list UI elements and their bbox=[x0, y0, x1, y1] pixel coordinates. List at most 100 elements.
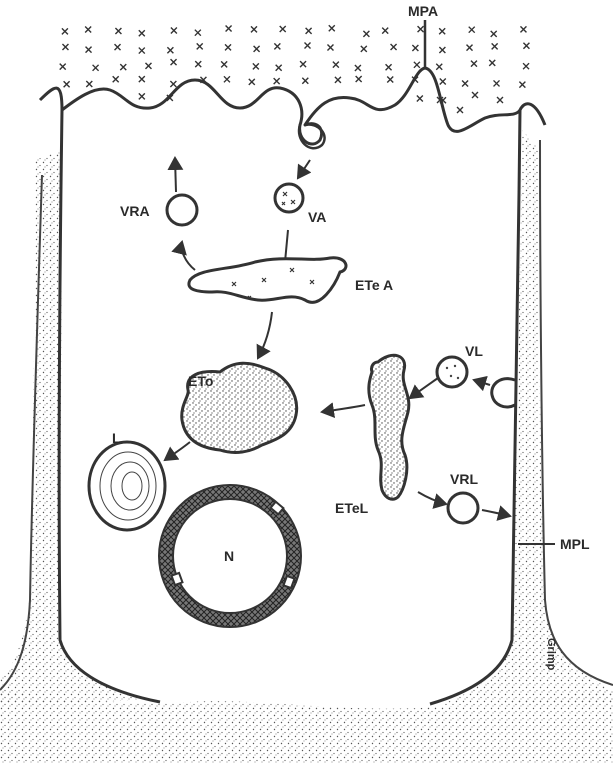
lumen-cross bbox=[60, 64, 66, 70]
lumen-cross bbox=[145, 63, 151, 69]
lumen-cross bbox=[519, 82, 525, 88]
lumen-cross bbox=[436, 64, 442, 70]
lumen-cross bbox=[417, 95, 423, 101]
vrl-vesicle bbox=[448, 493, 478, 523]
lumen-cross bbox=[497, 97, 503, 103]
lumen-cross bbox=[356, 76, 362, 82]
label-vl: VL bbox=[465, 343, 483, 359]
va-vesicle bbox=[275, 184, 303, 212]
lumen-cross bbox=[472, 92, 478, 98]
lumen-cross bbox=[170, 81, 176, 87]
lumen-cross bbox=[391, 44, 397, 50]
left-lateral-membrane bbox=[59, 110, 160, 702]
lumen-cross bbox=[195, 61, 201, 67]
lumen-cross bbox=[253, 63, 259, 69]
lumen-cross bbox=[494, 80, 500, 86]
lumen-cross bbox=[523, 43, 529, 49]
lumen-crosses bbox=[60, 25, 530, 113]
lumen-cross bbox=[86, 47, 92, 53]
lumen-cross bbox=[491, 31, 497, 37]
lumen-cross bbox=[471, 61, 477, 67]
lumen-cross bbox=[62, 28, 68, 34]
lumen-cross bbox=[85, 26, 91, 32]
arrow-etel-to-eto bbox=[322, 405, 365, 412]
lumen-cross bbox=[139, 30, 145, 36]
arrow-vl-to-etel bbox=[410, 378, 438, 398]
lumen-cross bbox=[492, 43, 498, 49]
right-lateral-space bbox=[440, 130, 613, 705]
label-mpa: MPA bbox=[408, 3, 438, 19]
lumen-cross bbox=[302, 78, 308, 84]
arrow-pit-to-va bbox=[298, 160, 310, 178]
lumen-cross bbox=[276, 65, 282, 71]
lumen-cross bbox=[249, 79, 255, 85]
va-to-etea-line bbox=[285, 230, 288, 262]
lumen-cross bbox=[115, 44, 121, 50]
arrow-vra-up bbox=[175, 158, 176, 192]
lumen-cross bbox=[439, 47, 445, 53]
lumen-cross bbox=[439, 28, 445, 34]
lumen-cross bbox=[489, 60, 495, 66]
lumen-cross bbox=[335, 77, 341, 83]
label-mpl: MPL bbox=[560, 536, 590, 552]
lumen-cross bbox=[86, 81, 92, 87]
label-l: L bbox=[112, 430, 121, 446]
lumen-cross bbox=[418, 26, 424, 32]
arrow-etea-to-vra bbox=[182, 242, 195, 270]
lumen-cross bbox=[120, 64, 126, 70]
lumen-cross bbox=[440, 78, 446, 84]
etel-endosome bbox=[369, 355, 409, 499]
lumen-cross bbox=[64, 81, 70, 87]
lumen-cross bbox=[333, 62, 339, 68]
label-vra: VRA bbox=[120, 203, 150, 219]
lumen-cross bbox=[280, 26, 286, 32]
arrow-eto-to-l bbox=[165, 442, 190, 460]
lumen-cross bbox=[467, 45, 473, 51]
lumen-cross bbox=[113, 76, 119, 82]
lumen-cross bbox=[251, 26, 257, 32]
lumen-cross bbox=[329, 25, 335, 31]
lumen-cross bbox=[139, 48, 145, 54]
right-lateral-membrane-outer bbox=[540, 140, 613, 685]
lumen-cross bbox=[274, 43, 280, 49]
lumen-cross bbox=[469, 27, 475, 33]
vl-vesicle bbox=[437, 357, 467, 387]
lumen-cross bbox=[225, 44, 231, 50]
arrow-pit-to-vl bbox=[474, 380, 490, 385]
arrow-vrl-to-membrane bbox=[482, 510, 510, 516]
lumen-cross bbox=[195, 30, 201, 36]
lumen-cross bbox=[115, 28, 121, 34]
lumen-cross bbox=[412, 45, 418, 51]
lateral-pit bbox=[492, 379, 515, 407]
artist-signature: Grimp bbox=[545, 638, 557, 671]
label-etea: ETe A bbox=[355, 277, 393, 293]
lumen-cross bbox=[327, 44, 333, 50]
lumen-cross bbox=[520, 26, 526, 32]
lumen-cross bbox=[254, 46, 260, 52]
lumen-cross bbox=[361, 46, 367, 52]
lumen-cross bbox=[224, 76, 230, 82]
lumen-cross bbox=[462, 81, 468, 87]
label-vrl: VRL bbox=[450, 471, 478, 487]
lumen-cross bbox=[139, 93, 145, 99]
lumen-cross bbox=[197, 43, 203, 49]
lumen-cross bbox=[382, 28, 388, 34]
label-etel: ETeL bbox=[335, 500, 369, 516]
label-va: VA bbox=[308, 209, 326, 225]
arrow-etel-to-vrl bbox=[418, 492, 446, 504]
lumen-cross bbox=[171, 27, 177, 33]
lumen-cross bbox=[457, 107, 463, 113]
lumen-cross bbox=[62, 44, 68, 50]
lumen-cross bbox=[414, 62, 420, 68]
arrow-etea-to-eto bbox=[258, 312, 272, 358]
lumen-cross bbox=[305, 43, 311, 49]
lumen-cross bbox=[171, 59, 177, 65]
lumen-cross bbox=[387, 77, 393, 83]
etea-endosome bbox=[189, 258, 346, 302]
lumen-cross bbox=[139, 76, 145, 82]
lumen-cross bbox=[306, 28, 312, 34]
lumen-cross bbox=[167, 47, 173, 53]
lumen-cross bbox=[221, 61, 227, 67]
